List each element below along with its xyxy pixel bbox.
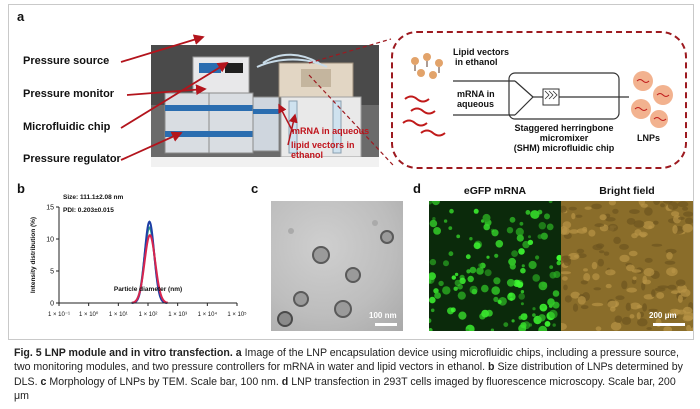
schematic-lnps: LNPs <box>637 133 661 143</box>
caption-a-label: a <box>235 347 242 359</box>
caption-b-label: b <box>488 361 495 374</box>
tem-image: 100 nm <box>271 201 403 331</box>
caption-a-text: Image of the LNP encapsulation device us… <box>14 347 679 374</box>
label-microfluidic-chip: Microfluidic chip <box>23 121 111 133</box>
x-tick-label: 1 × 10² <box>139 312 158 318</box>
size-stat: Size: 111.1±2.08 nm <box>63 194 124 201</box>
annotation-lipid-ethanol-1: lipid vectors in <box>291 140 355 150</box>
panel-label-d: d <box>413 181 421 196</box>
egfp-fluorescence-image <box>429 201 561 331</box>
panel-label-b: b <box>17 181 25 196</box>
figure-5: a Pressure source Pressure monitor Micro… <box>8 4 694 340</box>
caption-d-label: d <box>281 375 289 388</box>
annotation-arrows <box>120 34 394 166</box>
annotation-mrna-aqueous: mRNA in aqueous <box>292 126 370 136</box>
schematic-mixer-1: Staggered herringbone <box>514 123 614 133</box>
caption-d-text: LNP transfection in 293T cells imaged by… <box>14 375 676 403</box>
label-pressure-source: Pressure source <box>23 55 110 67</box>
schematic-mixer-3: (SHM) microfluidic chip <box>513 143 615 153</box>
x-tick-label: 1 × 10⁰ <box>79 311 99 318</box>
caption-c-text: Morphology of LNPs by TEM. Scale bar, 10… <box>46 375 279 388</box>
dls-size-chart: 0 5 10 15 1 × 10⁻¹ 1 × 10⁰ 1 × 10¹ 1 × 10² 1 × 1… <box>30 205 247 319</box>
caption-c-label: c <box>40 375 47 388</box>
bright-field-title: Bright field <box>599 185 655 197</box>
schematic-mrna-1: mRNA in <box>457 89 495 99</box>
x-tick-label: 1 × 10³ <box>168 312 187 318</box>
y-tick-label: 10 <box>46 237 54 244</box>
bright-scalebar-label: 200 μm <box>649 311 677 320</box>
series-line <box>131 234 168 304</box>
pdi-stat: PDI: 0.203±0.015 <box>63 207 114 214</box>
x-tick-label: 1 × 10⁴ <box>198 311 218 318</box>
y-tick-label: 15 <box>46 205 54 212</box>
schematic-mixer-2: micromixer <box>539 133 589 143</box>
caption-b-text: Size distribution of LNPs determined by … <box>14 361 683 388</box>
y-tick-label: 0 <box>50 301 54 308</box>
label-pressure-regulator: Pressure regulator <box>23 153 121 165</box>
egfp-title: eGFP mRNA <box>463 185 527 197</box>
x-tick-label: 1 × 10⁵ <box>227 311 247 318</box>
device-photo <box>151 45 379 167</box>
panel-label-c: c <box>251 181 259 196</box>
schematic-lipid-2: in ethanol <box>455 57 498 67</box>
y-tick-label: 5 <box>50 269 54 276</box>
caption-figure-title: Fig. 5 LNP module and in vitro transfect… <box>14 347 233 359</box>
label-pressure-monitor: Pressure monitor <box>23 88 115 100</box>
schematic-mrna-2: aqueous <box>457 99 495 109</box>
annotation-lipid-ethanol-2: ethanol <box>291 150 324 160</box>
panel-label-a: a <box>17 9 25 24</box>
x-axis-label: Particle diameter (nm) <box>114 286 182 293</box>
bright-field-image: 200 μm <box>561 201 693 331</box>
figure-caption: Fig. 5 LNP module and in vitro transfect… <box>14 346 690 404</box>
tem-scalebar-label: 100 nm <box>369 311 397 320</box>
x-tick-label: 1 × 10¹ <box>109 312 128 318</box>
y-axis-label: Intensity distribution (%) <box>30 217 37 293</box>
schematic-lipid-1: Lipid vectors <box>453 47 510 57</box>
microfluidic-schematic: Lipid vectors in ethanol mRNA in aqueous… <box>391 31 687 169</box>
x-tick-label: 1 × 10⁻¹ <box>48 312 70 318</box>
